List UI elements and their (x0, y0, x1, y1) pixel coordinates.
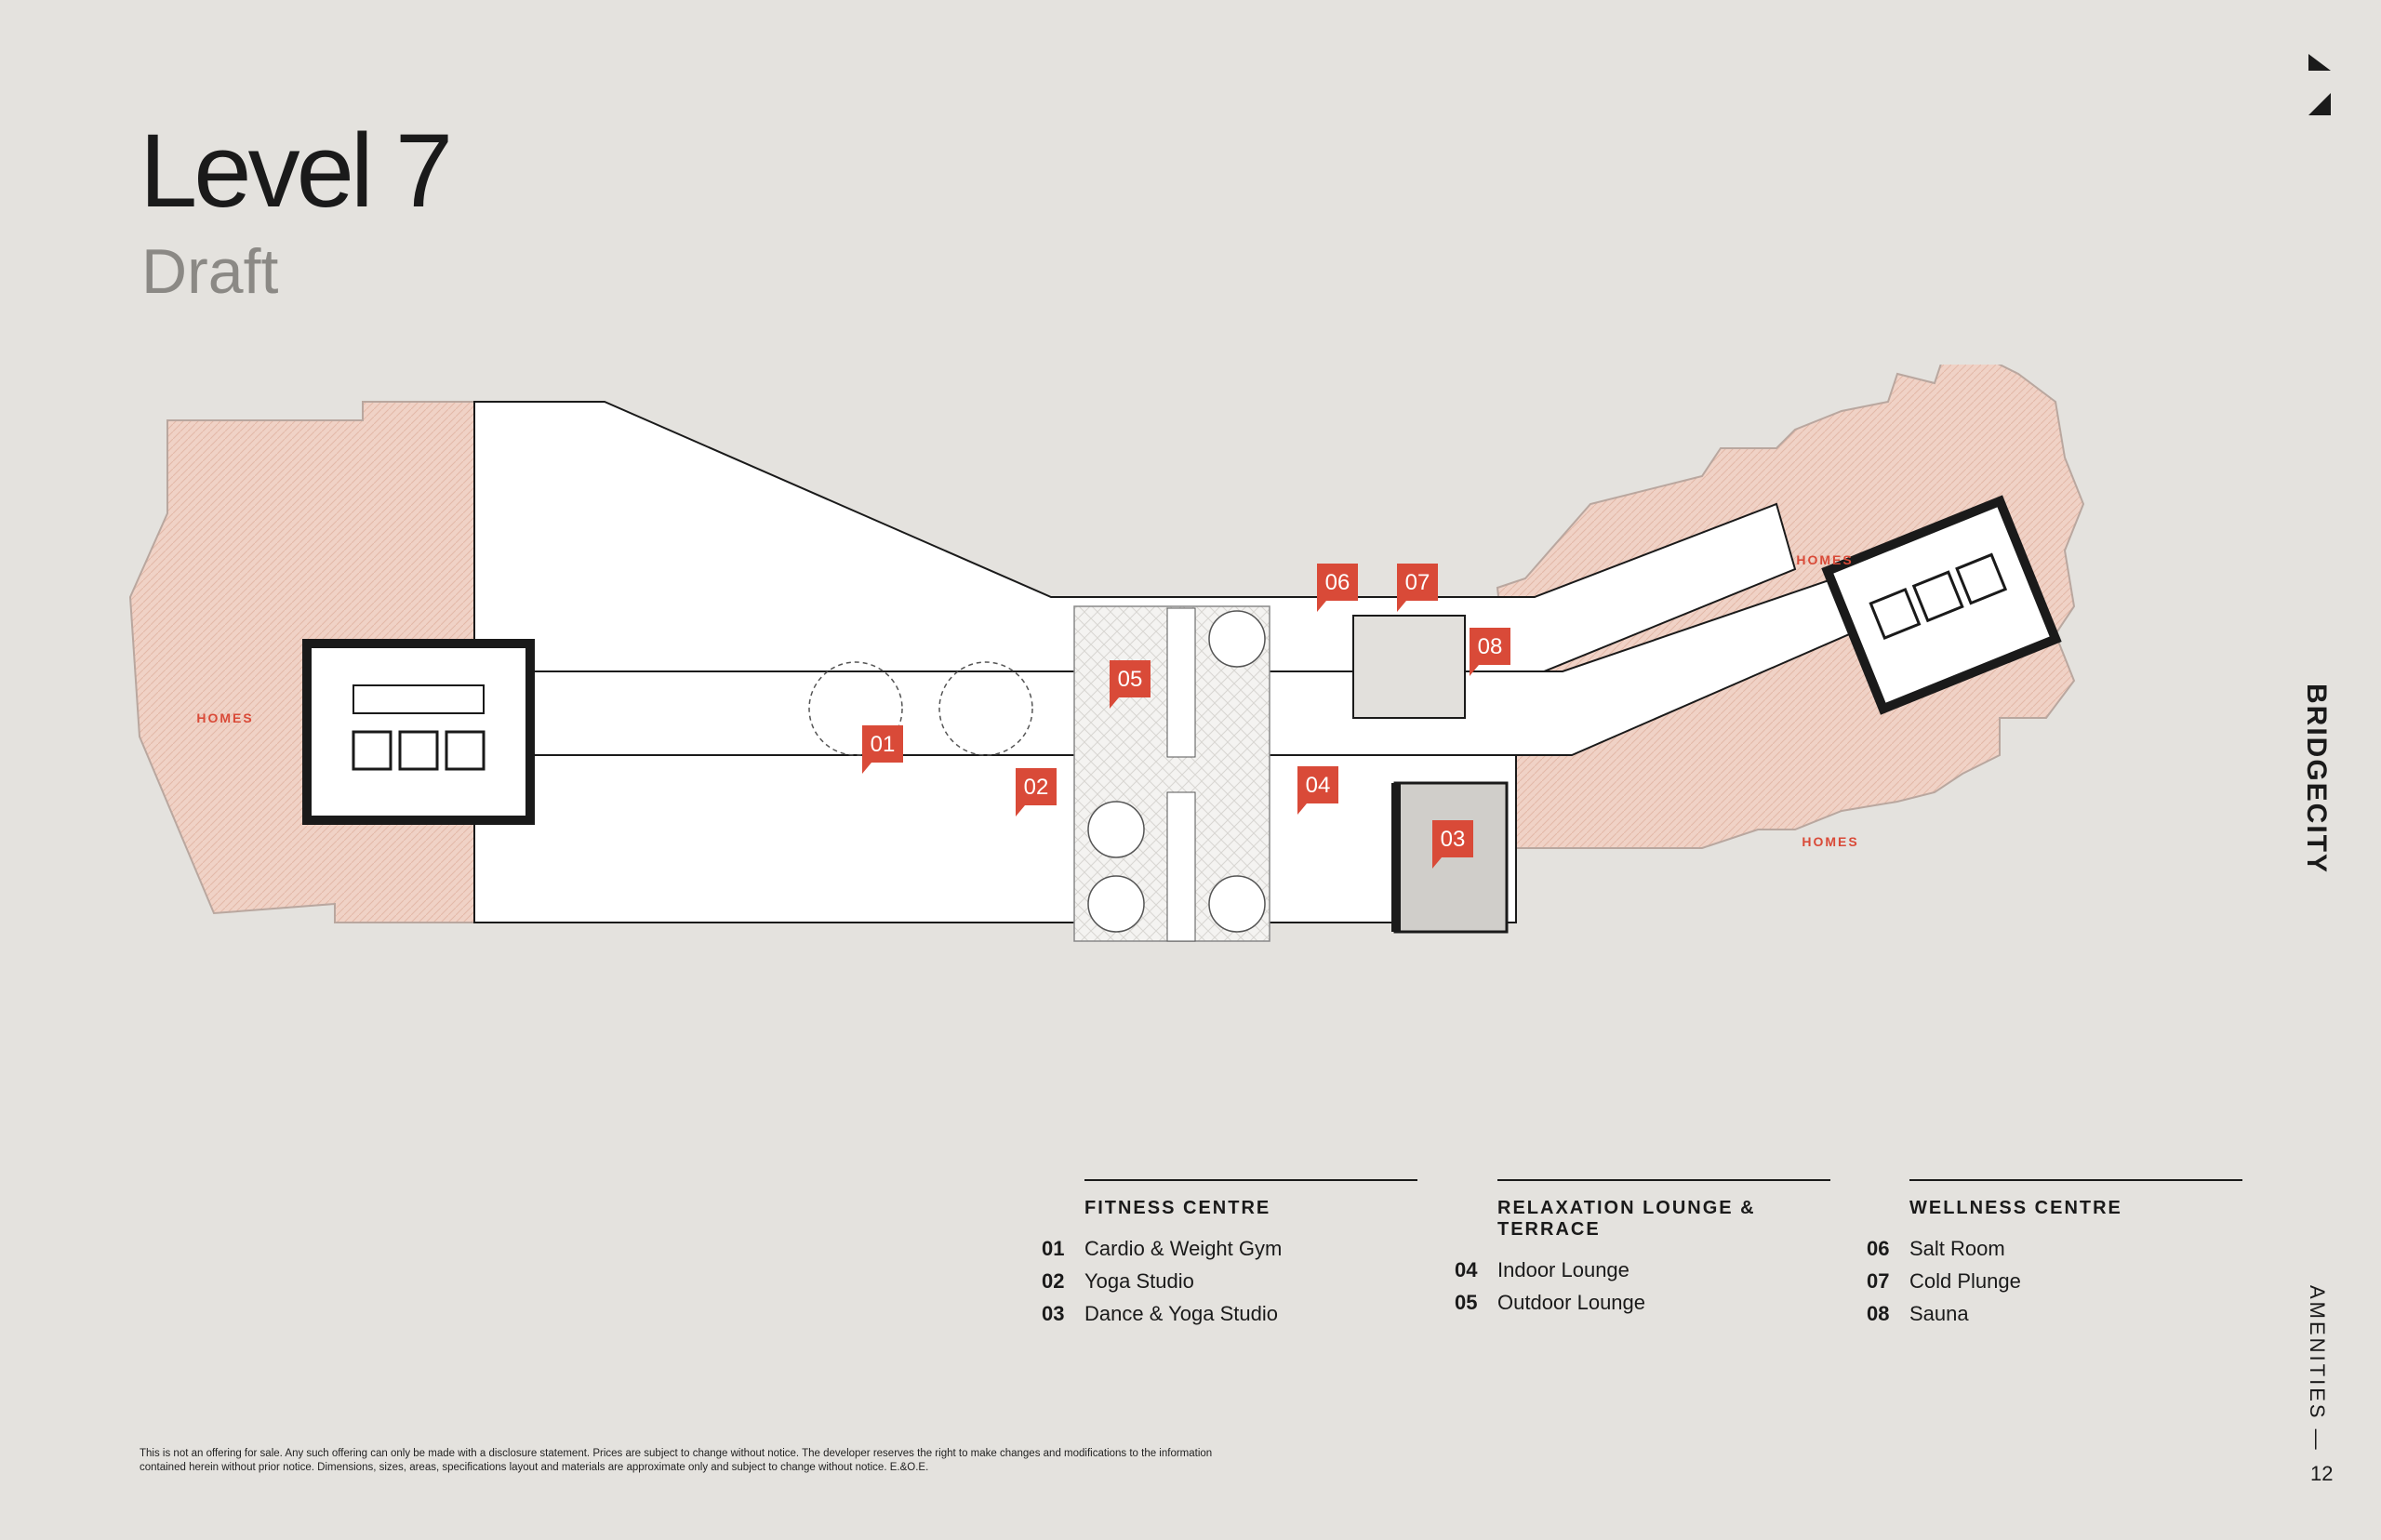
marker-06[interactable]: 06 (1317, 564, 1358, 612)
svg-text:02: 02 (1024, 775, 1049, 800)
disclaimer-text: This is not an offering for sale. Any su… (140, 1448, 1213, 1473)
page-number: 12 (2310, 1462, 2334, 1485)
svg-text:04: 04 (1306, 773, 1331, 798)
svg-text:03: 03 (1441, 827, 1466, 852)
svg-text:08: 08 (1478, 634, 1503, 659)
page-subtitle: Draft (141, 236, 279, 307)
marker-05[interactable]: 05 (1110, 660, 1151, 709)
core-right (1821, 495, 2062, 715)
floor-plan: HOMES HOMES HOMES 01 02 03 04 05 06 07 0… (128, 365, 2085, 942)
marker-07[interactable]: 07 (1397, 564, 1438, 612)
marker-08[interactable]: 08 (1470, 628, 1510, 676)
home-label-left: HOMES (196, 710, 253, 725)
marker-01[interactable]: 01 (862, 725, 903, 774)
svg-text:07: 07 (1405, 570, 1430, 595)
marker-03[interactable]: 03 (1432, 820, 1473, 869)
brand-wordmark: BRIDGECITY (2301, 684, 2332, 875)
svg-text:01: 01 (871, 732, 896, 757)
home-label-top-right: HOMES (1796, 552, 1853, 567)
section-label: AMENITIES — (2306, 1285, 2329, 1453)
legend-heading-relaxation: RELAXATION LOUNGE & TERRACE (1497, 1198, 1756, 1240)
page-title: Level 7 (140, 113, 453, 229)
marker-02[interactable]: 02 (1016, 768, 1057, 816)
legend-heading-wellness: WELLNESS CENTRE (1909, 1198, 2122, 1218)
svg-text:05: 05 (1118, 667, 1143, 692)
home-label-bottom-right: HOMES (1802, 834, 1858, 849)
legend-heading-fitness: FITNESS CENTRE (1084, 1198, 1271, 1218)
marker-04[interactable]: 04 (1297, 766, 1338, 815)
brand-logo-icon (2308, 54, 2331, 115)
svg-text:06: 06 (1325, 570, 1350, 595)
